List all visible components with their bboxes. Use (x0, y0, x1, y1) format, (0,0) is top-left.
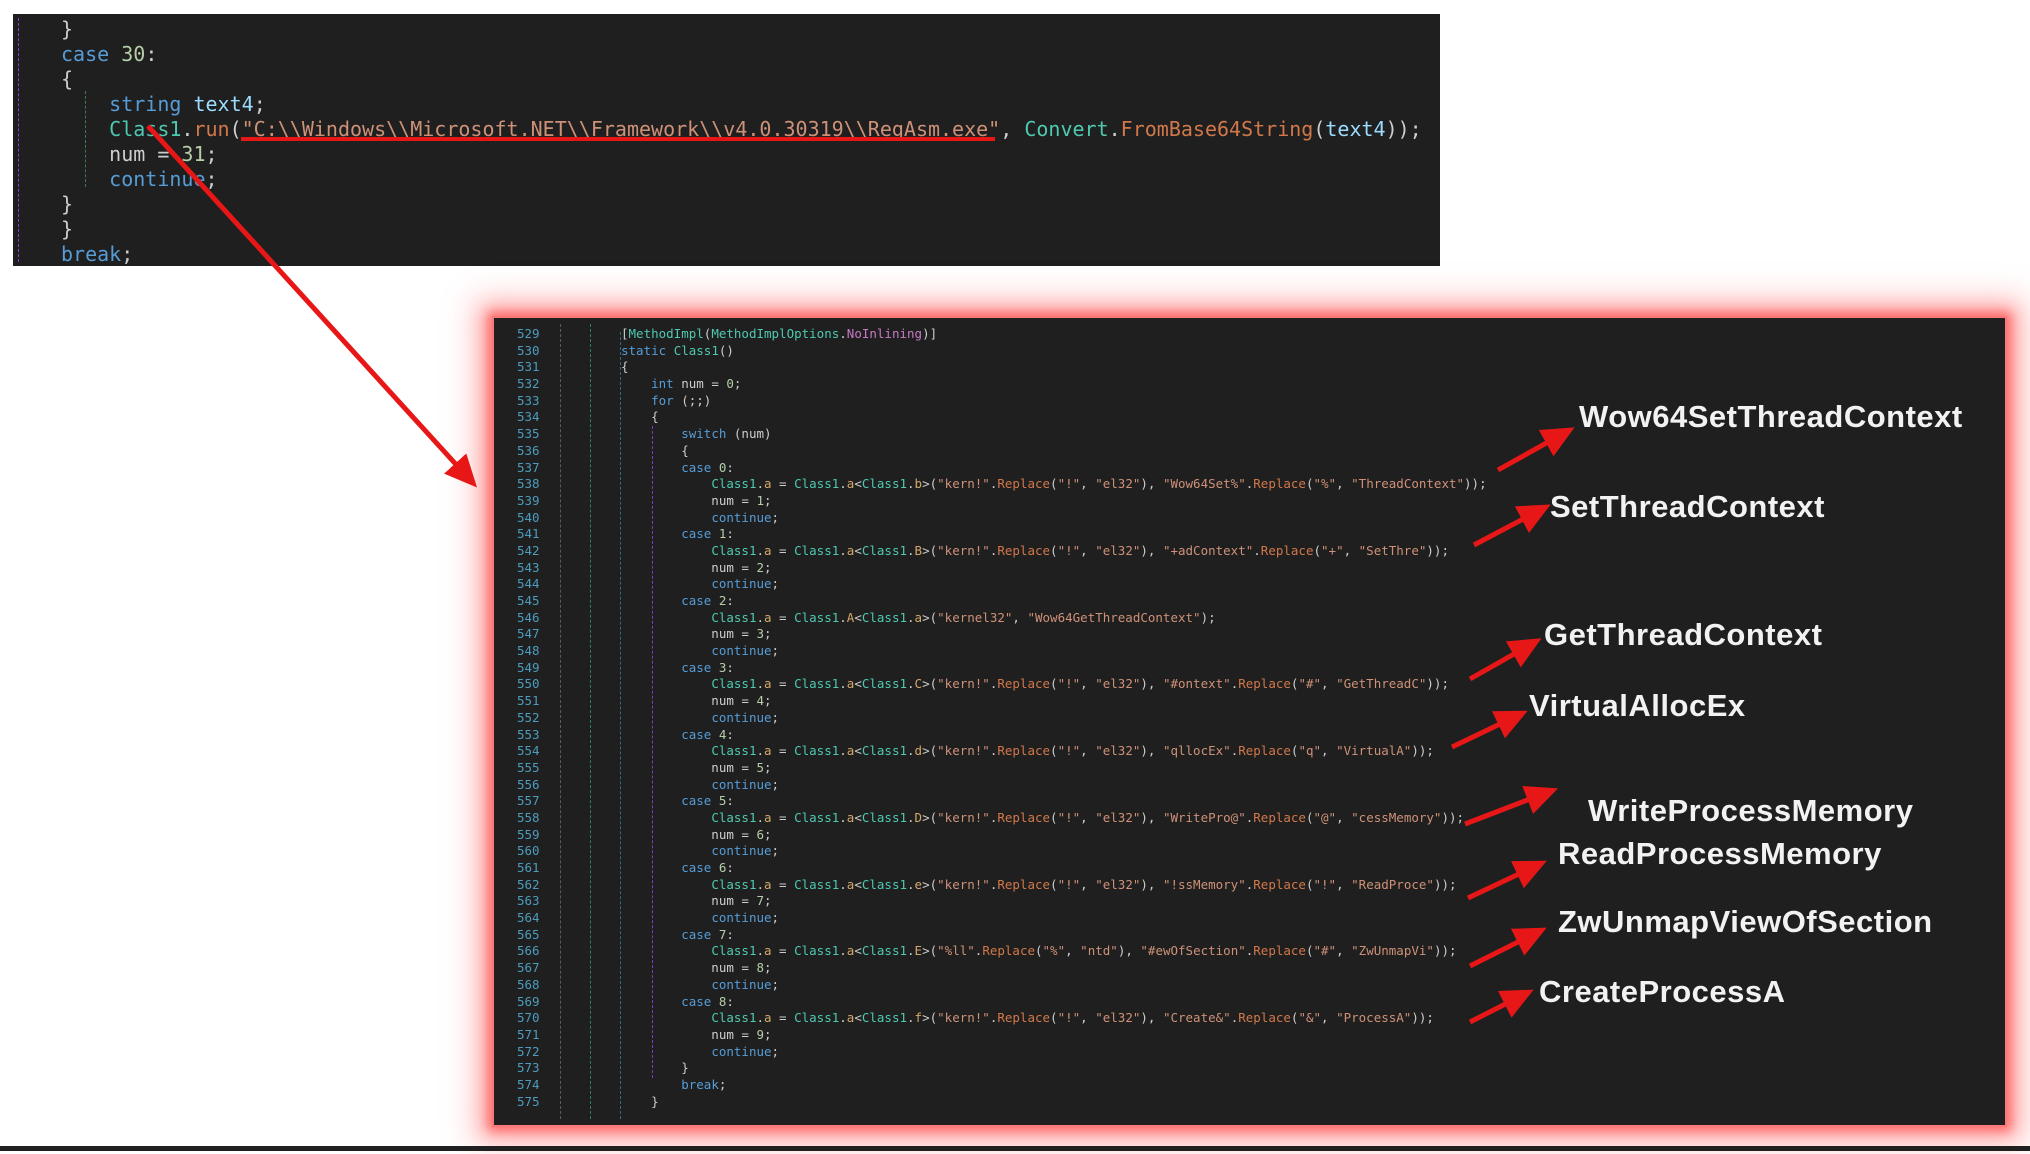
code-line: 574 break; (494, 1077, 2005, 1094)
code-line: 556 continue; (494, 777, 2005, 794)
line-number: 534 (494, 409, 621, 426)
code-line: 544 continue; (494, 576, 2005, 593)
line-number: 540 (494, 510, 621, 527)
line-number: 571 (494, 1027, 621, 1044)
code-line: 542 Class1.a = Class1.a<Class1.B>("kern!… (494, 543, 2005, 560)
line-number: 574 (494, 1077, 621, 1094)
line-number: 544 (494, 576, 621, 593)
api-label-getthreadcontext: GetThreadContext (1544, 617, 1822, 653)
code-line: break; (61, 242, 1422, 266)
line-number: 555 (494, 760, 621, 777)
code-line: 529[MethodImpl(MethodImplOptions.NoInlin… (494, 326, 2005, 343)
line-number: 556 (494, 777, 621, 794)
api-label-virtualallocex: VirtualAllocEx (1529, 688, 1746, 724)
code-line: 562 Class1.a = Class1.a<Class1.e>("kern!… (494, 877, 2005, 894)
line-number: 570 (494, 1010, 621, 1027)
line-number: 553 (494, 727, 621, 744)
line-number: 565 (494, 927, 621, 944)
code-line: } (61, 192, 1422, 217)
line-number: 535 (494, 426, 621, 443)
line-number: 567 (494, 960, 621, 977)
line-number: 573 (494, 1060, 621, 1077)
code-line: } (61, 217, 1422, 242)
code-line: 541 case 1: (494, 526, 2005, 543)
line-number: 546 (494, 610, 621, 627)
code-line: 530static Class1() (494, 343, 2005, 360)
code-line: 536 { (494, 443, 2005, 460)
line-number: 532 (494, 376, 621, 393)
line-number: 558 (494, 810, 621, 827)
line-number: 548 (494, 643, 621, 660)
line-number: 559 (494, 827, 621, 844)
api-label-zwunmapviewofsection: ZwUnmapViewOfSection (1558, 904, 1933, 940)
code-line: 555 num = 5; (494, 760, 2005, 777)
line-number: 536 (494, 443, 621, 460)
line-number: 530 (494, 343, 621, 360)
api-label-setthreadcontext: SetThreadContext (1550, 489, 1825, 525)
api-label-writeprocessmemory: WriteProcessMemory (1588, 793, 1913, 829)
line-number: 549 (494, 660, 621, 677)
line-number: 552 (494, 710, 621, 727)
api-label-readprocessmemory: ReadProcessMemory (1558, 836, 1882, 872)
code-line: 550 Class1.a = Class1.a<Class1.C>("kern!… (494, 676, 2005, 693)
code-snippet-panel: }case 30:{ string text4; Class1.run("C:\… (13, 14, 1440, 266)
api-label-wow64setthreadcontext: Wow64SetThreadContext (1579, 399, 1963, 435)
line-number: 572 (494, 1044, 621, 1061)
code-line: 545 case 2: (494, 593, 2005, 610)
line-number: 568 (494, 977, 621, 994)
code-line: num = 31; (61, 142, 1422, 167)
code-line: 532 int num = 0; (494, 376, 2005, 393)
line-number: 575 (494, 1094, 621, 1111)
code-line: 573 } (494, 1060, 2005, 1077)
code-line: 543 num = 2; (494, 560, 2005, 577)
line-number: 564 (494, 910, 621, 927)
line-number: 543 (494, 560, 621, 577)
line-number: 542 (494, 543, 621, 560)
code-line: 575 } (494, 1094, 2005, 1111)
line-number: 529 (494, 326, 621, 343)
code-line: 572 continue; (494, 1044, 2005, 1061)
line-number: 562 (494, 877, 621, 894)
code-line: { (61, 67, 1422, 92)
line-number: 545 (494, 593, 621, 610)
code-line: 537 case 0: (494, 460, 2005, 477)
code-line: string text4; (61, 92, 1422, 117)
top-code-lines: }case 30:{ string text4; Class1.run("C:\… (61, 17, 1422, 266)
code-line: 571 num = 9; (494, 1027, 2005, 1044)
line-number: 569 (494, 994, 621, 1011)
line-number: 551 (494, 693, 621, 710)
code-line: continue; (61, 167, 1422, 192)
line-number: 550 (494, 676, 621, 693)
line-number: 566 (494, 943, 621, 960)
line-number: 533 (494, 393, 621, 410)
code-line: 551 num = 4; (494, 693, 2005, 710)
line-number: 538 (494, 476, 621, 493)
line-number: 537 (494, 460, 621, 477)
line-number: 561 (494, 860, 621, 877)
line-number: 531 (494, 359, 621, 376)
bottom-edge-bar (0, 1146, 2030, 1151)
line-number: 539 (494, 493, 621, 510)
code-line: 554 Class1.a = Class1.a<Class1.d>("kern!… (494, 743, 2005, 760)
indent-guide (18, 18, 19, 262)
line-number: 557 (494, 793, 621, 810)
code-line: 549 case 3: (494, 660, 2005, 677)
line-number: 563 (494, 893, 621, 910)
api-label-createprocessa: CreateProcessA (1539, 974, 1786, 1010)
line-number: 554 (494, 743, 621, 760)
code-line: 531{ (494, 359, 2005, 376)
code-line: 566 Class1.a = Class1.a<Class1.E>("%ll".… (494, 943, 2005, 960)
code-line: 570 Class1.a = Class1.a<Class1.f>("kern!… (494, 1010, 2005, 1027)
line-number: 560 (494, 843, 621, 860)
code-line: } (61, 17, 1422, 42)
code-line: 552 continue; (494, 710, 2005, 727)
line-number: 547 (494, 626, 621, 643)
decompiler-panel: 529[MethodImpl(MethodImplOptions.NoInlin… (494, 318, 2005, 1125)
code-line: Class1.run("C:\\Windows\\Microsoft.NET\\… (61, 117, 1422, 142)
code-line: 553 case 4: (494, 727, 2005, 744)
line-number: 541 (494, 526, 621, 543)
code-line: case 30: (61, 42, 1422, 67)
